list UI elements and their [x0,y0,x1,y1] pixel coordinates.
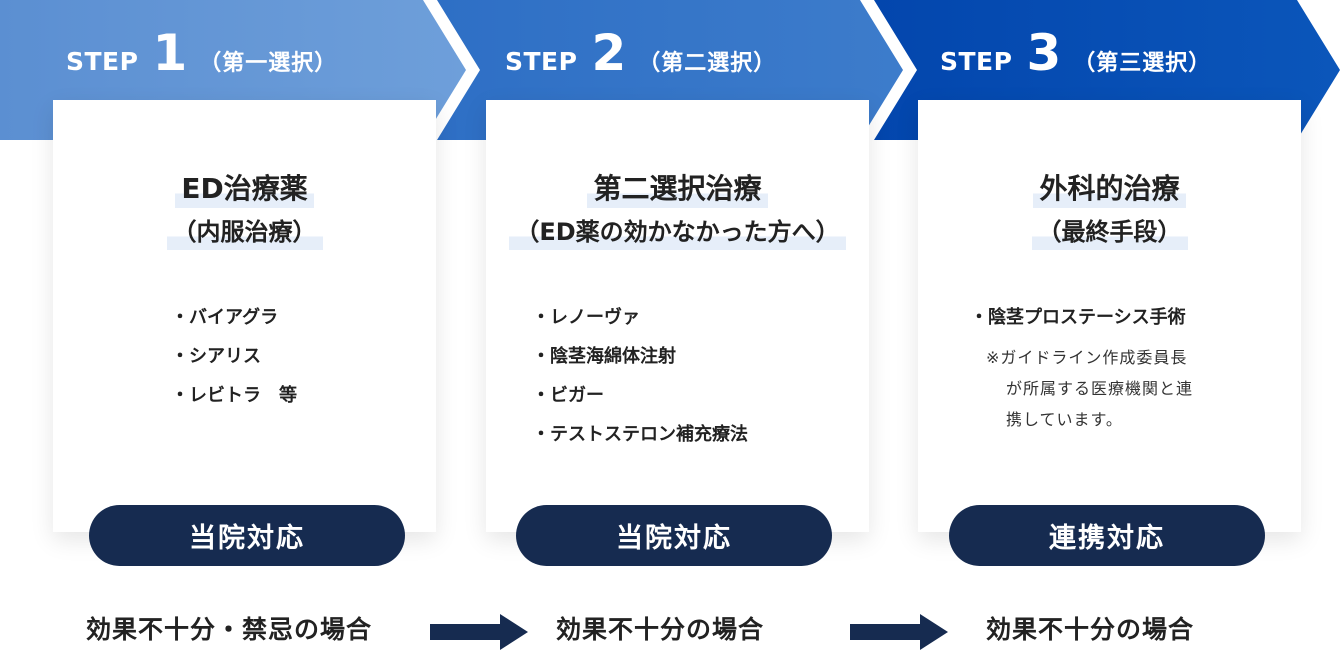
arrow-right-icon [850,614,948,650]
step1-treatment-title: ED治療薬 [175,170,314,208]
step3-treatment-subtitle: （最終手段） [1031,214,1188,250]
condition-3: 効果不十分の場合 [986,615,1195,644]
step1-badge: 当院対応 [89,505,405,566]
list-item: レノーヴァ [532,298,748,337]
step2-card: 第二選択治療 （ED薬の効かなかった方へ） レノーヴァ 陰茎海綿体注射 ビガー … [486,100,869,532]
step3-note: ※ガイドライン作成委員長 が所属する医療機関と連 携しています。 [986,342,1246,435]
step1-number: 1 [152,24,188,82]
step3-number: 3 [1026,24,1062,82]
list-item: 陰茎海綿体注射 [532,337,748,376]
condition-2: 効果不十分の場合 [556,615,765,644]
step1-word: STEP [66,47,139,76]
list-item: レビトラ 等 [171,376,297,415]
step3-treatment-list: 陰茎プロステーシス手術 [970,298,1186,337]
step2-treatment-subtitle: （ED薬の効かなかった方へ） [509,214,846,250]
step2-word: STEP [505,47,578,76]
step2-subtitle: （第二選択） [638,51,777,76]
step3-treatment-title: 外科的治療 [1033,170,1186,208]
note-line: 携しています。 [1006,410,1123,429]
list-item: テストステロン補充療法 [532,415,748,454]
list-item: バイアグラ [171,298,297,337]
note-line: ※ガイドライン作成委員長 [986,348,1188,367]
list-item: 陰茎プロステーシス手術 [970,298,1186,337]
step1-treatment-subtitle: （内服治療） [166,214,323,250]
step1-treatment-list: バイアグラ シアリス レビトラ 等 [171,298,297,415]
step3-badge: 連携対応 [949,505,1265,566]
step3-subtitle: （第三選択） [1073,51,1212,76]
step1-card-title: ED治療薬 （内服治療） [53,170,436,256]
step2-treatment-title: 第二選択治療 [587,170,768,208]
arrow-right-icon [430,614,528,650]
step2-badge: 当院対応 [516,505,832,566]
list-item: シアリス [171,337,297,376]
list-item: ビガー [532,376,748,415]
step3-card: 外科的治療 （最終手段） 陰茎プロステーシス手術 ※ガイドライン作成委員長 が所… [918,100,1301,532]
step2-treatment-list: レノーヴァ 陰茎海綿体注射 ビガー テストステロン補充療法 [532,298,748,454]
step2-number: 2 [591,24,627,82]
step1-card: ED治療薬 （内服治療） バイアグラ シアリス レビトラ 等 [53,100,436,532]
step2-heading: STEP 2 （第二選択） [505,28,776,88]
step3-word: STEP [940,47,1013,76]
step3-heading: STEP 3 （第三選択） [940,28,1211,88]
note-line: が所属する医療機関と連 [1006,379,1194,398]
step3-card-title: 外科的治療 （最終手段） [918,170,1301,256]
step2-card-title: 第二選択治療 （ED薬の効かなかった方へ） [486,170,869,256]
step1-heading: STEP 1 （第一選択） [66,28,337,88]
step1-subtitle: （第一選択） [199,51,338,76]
condition-1: 効果不十分・禁忌の場合 [86,615,373,644]
